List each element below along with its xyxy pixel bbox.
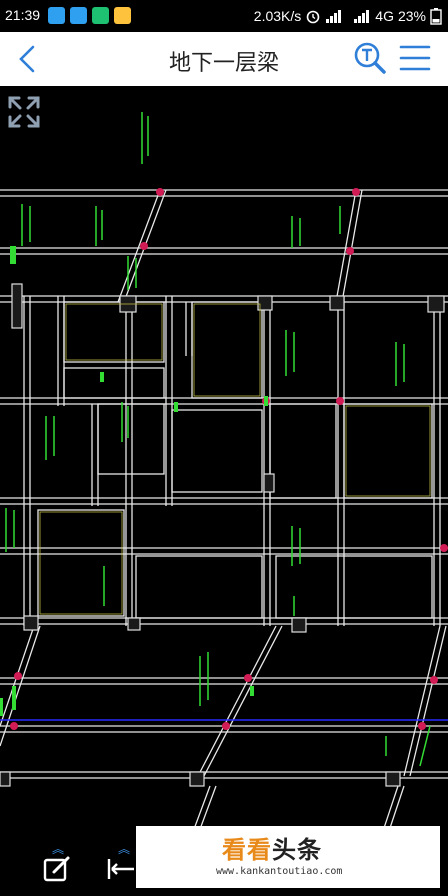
brand-logo: 看看头条: [222, 830, 322, 865]
app-icon: [92, 7, 109, 24]
signal-icon-2: [354, 10, 370, 23]
signal-icon: [326, 10, 342, 23]
network-speed: 2.03K/s: [253, 8, 302, 24]
structural-drawing[interactable]: [0, 86, 448, 840]
battery-level: 23%: [397, 8, 426, 24]
status-time: 21:39: [5, 7, 41, 23]
status-right: 2.03K/s 4G 23%: [254, 7, 442, 25]
annotate-icon[interactable]: [42, 854, 72, 884]
watermark-banner: 看看头条 www.kankantoutiao.com: [136, 826, 440, 888]
alarm-icon: [306, 10, 320, 24]
app-header: 地下一层梁: [0, 32, 448, 86]
measure-icon[interactable]: [106, 854, 136, 884]
drawing-canvas[interactable]: [0, 86, 448, 840]
message-icon: [48, 7, 65, 24]
network-type: 4G: [375, 8, 394, 24]
brand-part2: 头条: [272, 837, 322, 864]
page-title: 地下一层梁: [168, 50, 279, 75]
chevron-up-icon-2[interactable]: ︽: [118, 842, 131, 856]
fullscreen-icon[interactable]: [6, 94, 42, 130]
brand-domain: www.kankantoutiao.com: [216, 866, 343, 877]
notification-icon: [114, 7, 131, 24]
gallery-icon: [70, 7, 87, 24]
brand-part1: 看看: [222, 837, 272, 864]
text-search-icon[interactable]: [352, 40, 388, 76]
chevron-up-icon[interactable]: ︽: [52, 842, 65, 856]
battery-icon: [430, 8, 442, 25]
menu-icon[interactable]: [398, 42, 432, 74]
back-icon[interactable]: [12, 42, 44, 76]
status-bar: 21:39 2.03K/s 4G 23%: [0, 0, 448, 32]
